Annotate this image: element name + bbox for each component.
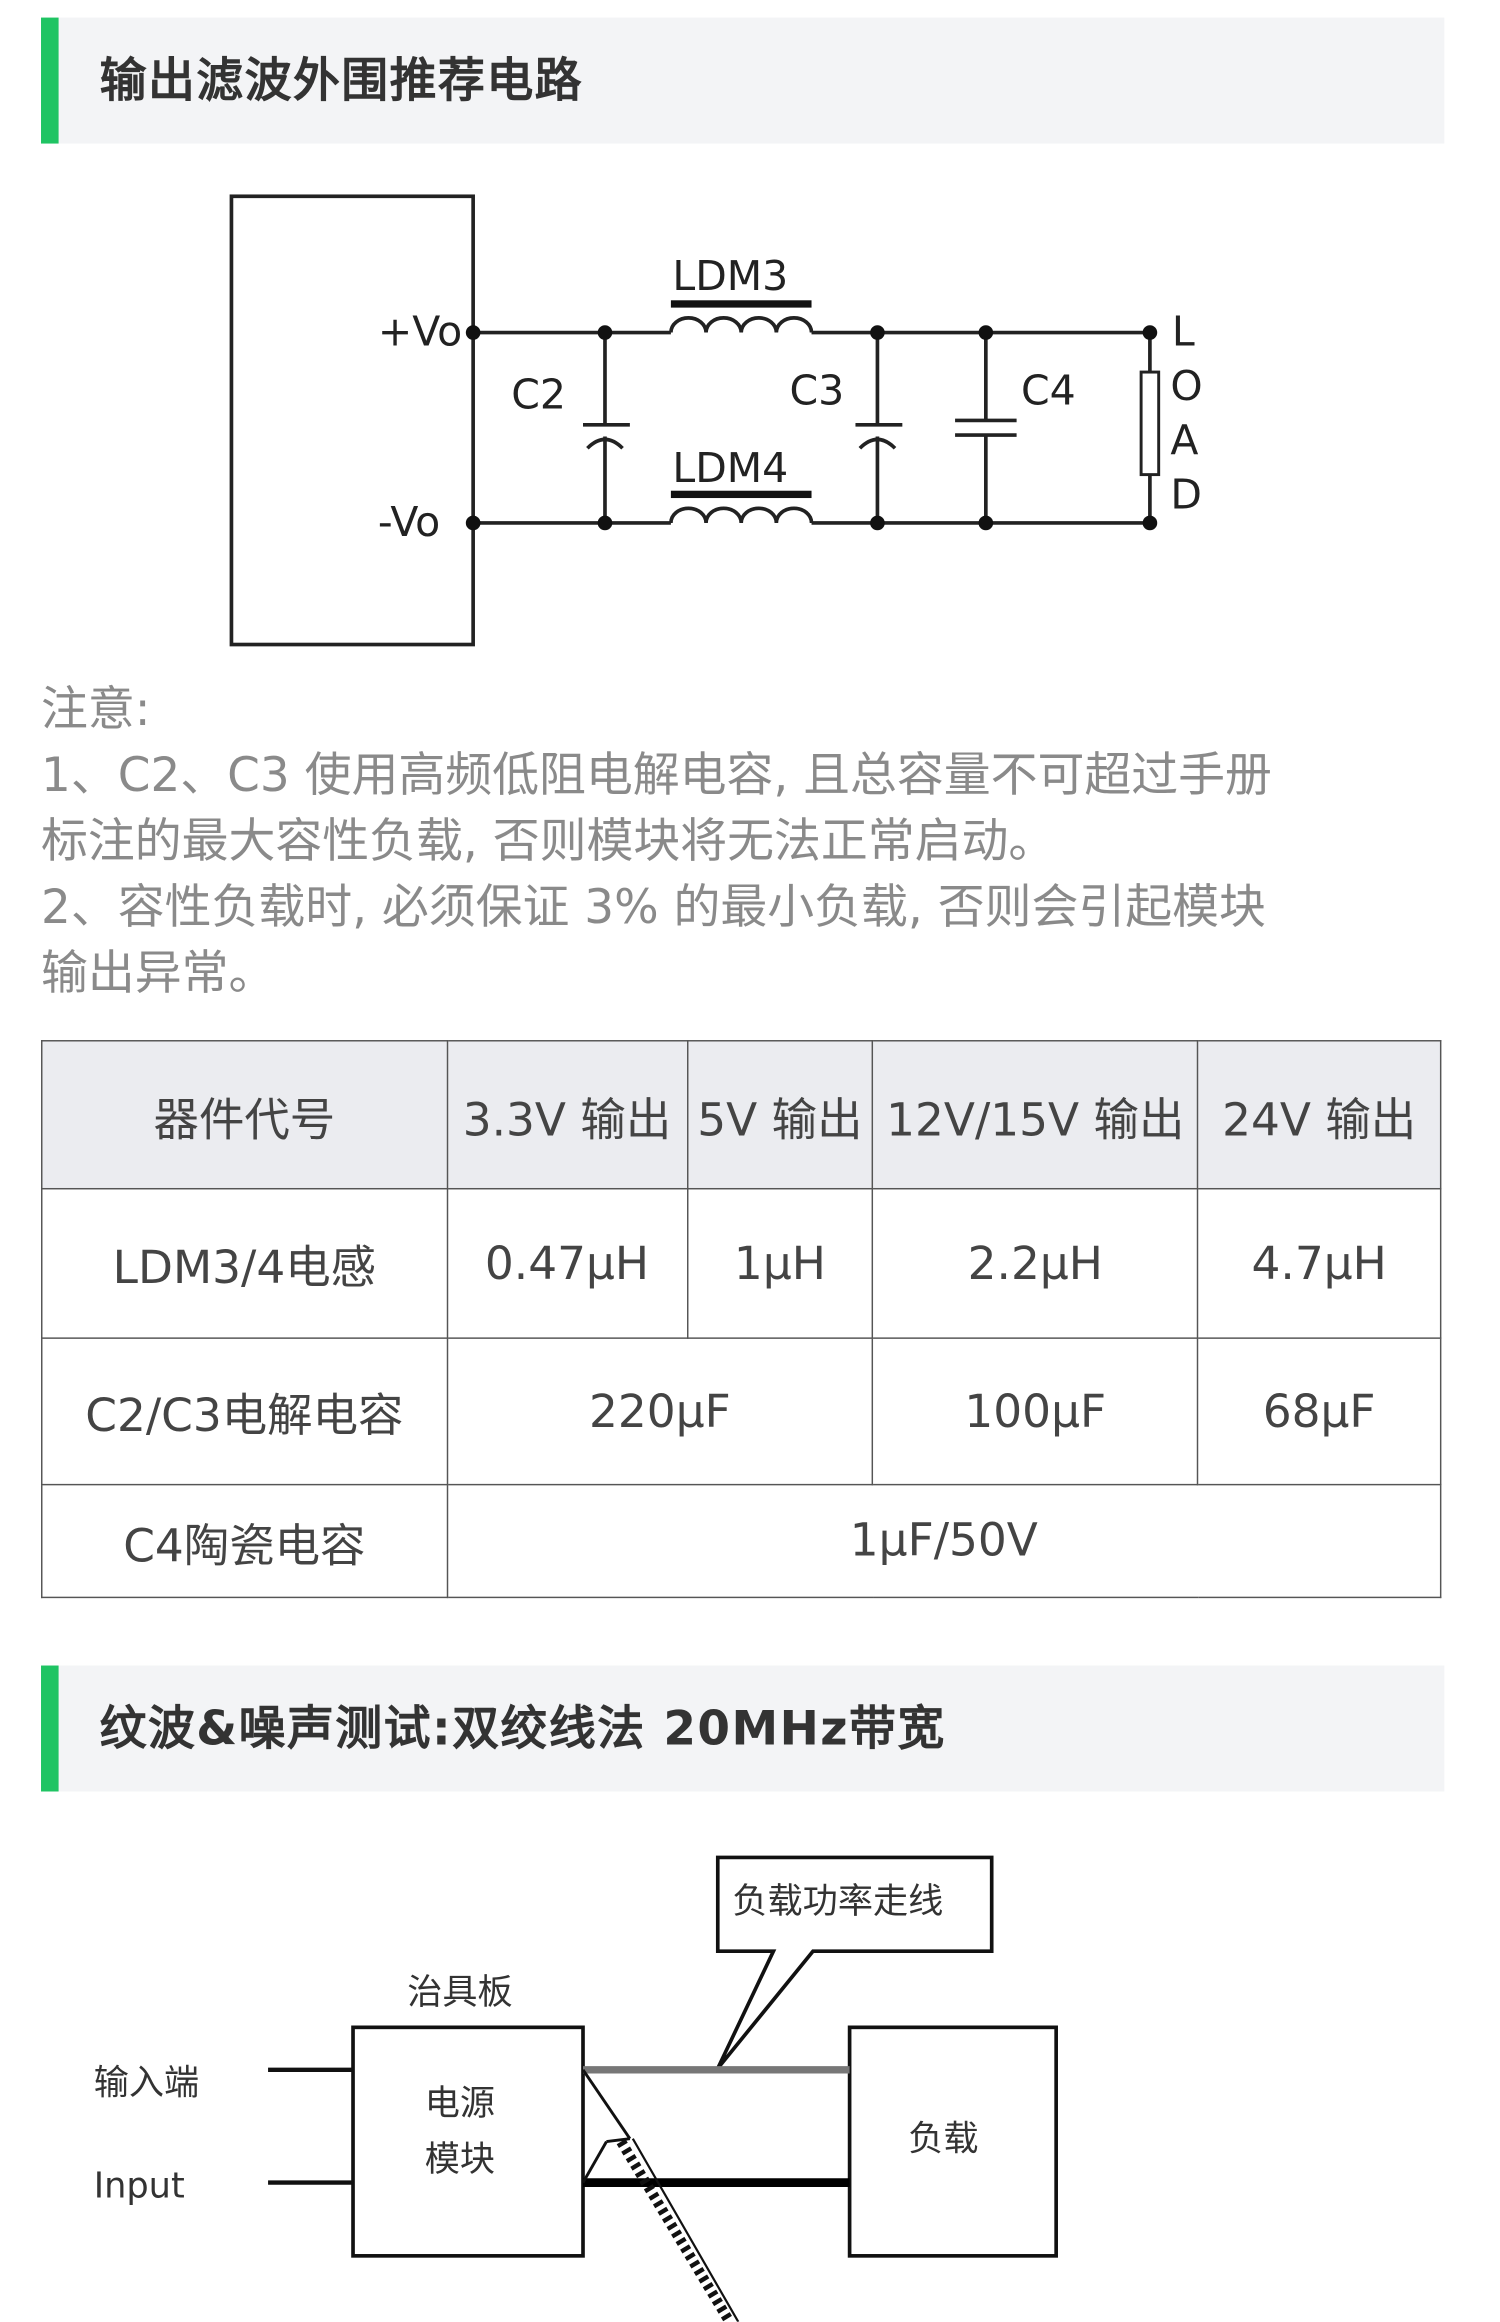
module-label: 模块 — [425, 2139, 495, 2180]
header-cell: 5V 输出 — [686, 1040, 874, 1190]
table-header-row: 器件代号 3.3V 输出 5V 输出 12V/15V 输出 24V 输出 — [41, 1040, 1442, 1190]
c2-label: C2 — [511, 371, 566, 419]
cell: 1μH — [686, 1187, 874, 1339]
accent-bar — [41, 1665, 59, 1792]
input-en-label: Input — [94, 2165, 185, 2206]
ldm4-label: LDM4 — [672, 444, 788, 492]
cell: 100μF — [872, 1337, 1199, 1486]
power-module-box — [351, 2025, 585, 2258]
component-table: 器件代号 3.3V 输出 5V 输出 12V/15V 输出 24V 输出 LDM… — [41, 1040, 1442, 1599]
header-cell: 3.3V 输出 — [446, 1040, 688, 1190]
callout-box — [715, 1855, 994, 2070]
cell: 68μF — [1196, 1337, 1442, 1486]
section-header-output-filter: 输出滤波外围推荐电路 — [41, 17, 1445, 144]
fixture-label: 治具板 — [407, 1972, 512, 2013]
output-filter-circuit: +Vo -Vo LDM3 LDM4 C2 C3 C4 L O A D — [229, 194, 1203, 647]
input-cn-label: 输入端 — [94, 2063, 199, 2104]
header-cell: 12V/15V 输出 — [872, 1040, 1199, 1190]
row-label: LDM3/4电感 — [41, 1187, 448, 1339]
note-line: 2、容性负载时, 必须保证 3% 的最小负载, 否则会引起模块 — [41, 878, 1266, 935]
cell: 4.7μH — [1196, 1187, 1442, 1339]
plus-vo-label: +Vo — [378, 308, 462, 356]
section-title: 纹波&噪声测试:双绞线法 20MHz带宽 — [99, 1700, 946, 1757]
load-letter: O — [1170, 362, 1202, 410]
ldm3-label: LDM3 — [672, 252, 788, 300]
cell: 0.47μH — [446, 1187, 688, 1339]
twisted-pair-probe — [581, 2068, 740, 2322]
note-line: 输出异常。 — [41, 944, 276, 1001]
ripple-test-diagram: 负载功率走线 治具板 输入端 Input 电源 模块 负载 — [94, 1855, 1058, 2322]
load-resistor — [1139, 370, 1161, 477]
load-box — [847, 2025, 1058, 2258]
note-line: 注意: — [41, 681, 151, 737]
table-row: C2/C3电解电容 220μF 100μF 68μF — [41, 1337, 1442, 1486]
note-line: 1、C2、C3 使用高频低阻电解电容, 且总容量不可超过手册 — [41, 747, 1272, 803]
module-label: 电源 — [425, 2083, 495, 2124]
c4-label: C4 — [1021, 366, 1076, 414]
row-label: C2/C3电解电容 — [41, 1337, 448, 1486]
c3-label: C3 — [790, 366, 845, 414]
cell: 220μF — [446, 1337, 874, 1486]
cell: 1μF/50V — [446, 1483, 1442, 1599]
module-box — [229, 194, 475, 647]
accent-bar — [41, 17, 59, 144]
table-row: C4陶瓷电容 1μF/50V — [41, 1483, 1442, 1599]
header-cell: 24V 输出 — [1196, 1040, 1442, 1190]
notes: 注意: 1、C2、C3 使用高频低阻电解电容, 且总容量不可超过手册 标注的最大… — [41, 677, 1447, 1007]
section-header-ripple-test: 纹波&噪声测试:双绞线法 20MHz带宽 — [41, 1665, 1445, 1792]
load-letter: A — [1170, 416, 1198, 464]
note-line: 标注的最大容性负载, 否则模块将无法正常启动。 — [41, 812, 1056, 869]
minus-vo-label: -Vo — [378, 498, 440, 546]
load-letter: D — [1170, 470, 1202, 518]
callout-label: 负载功率走线 — [732, 1881, 943, 1922]
row-label: C4陶瓷电容 — [41, 1483, 448, 1599]
load-label: 负载 — [908, 2118, 978, 2159]
section-title: 输出滤波外围推荐电路 — [99, 52, 584, 109]
header-cell: 器件代号 — [41, 1040, 448, 1190]
load-letter: L — [1172, 308, 1195, 356]
cell: 2.2μH — [872, 1187, 1199, 1339]
table-row: LDM3/4电感 0.47μH 1μH 2.2μH 4.7μH — [41, 1187, 1442, 1339]
